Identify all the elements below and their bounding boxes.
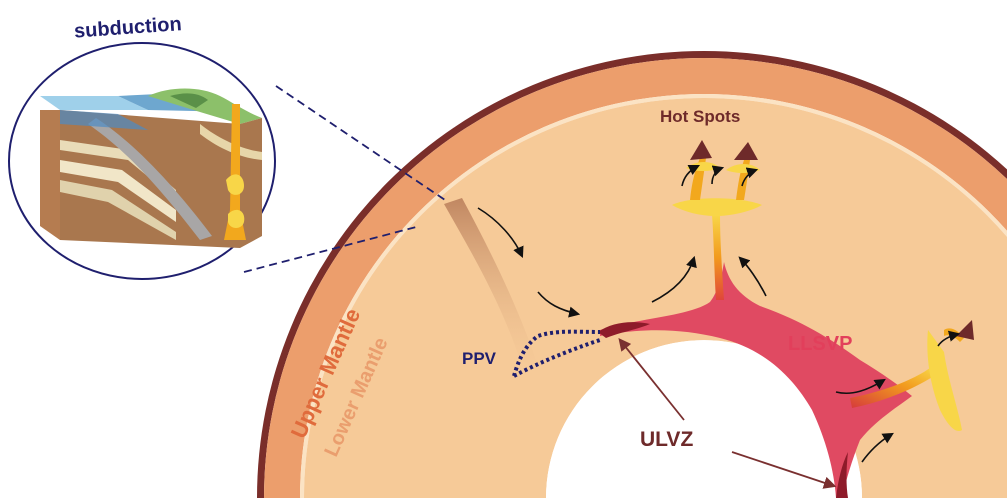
ppv-label: PPV [462, 349, 497, 368]
subduction-label: subduction [73, 13, 182, 42]
callout-connector-top [276, 86, 448, 202]
ulvz-label: ULVZ [640, 428, 693, 451]
earth-layers [257, 51, 1007, 498]
llsvp-label: LLSVP [788, 333, 852, 355]
hot-spots-label: Hot Spots [660, 107, 740, 126]
